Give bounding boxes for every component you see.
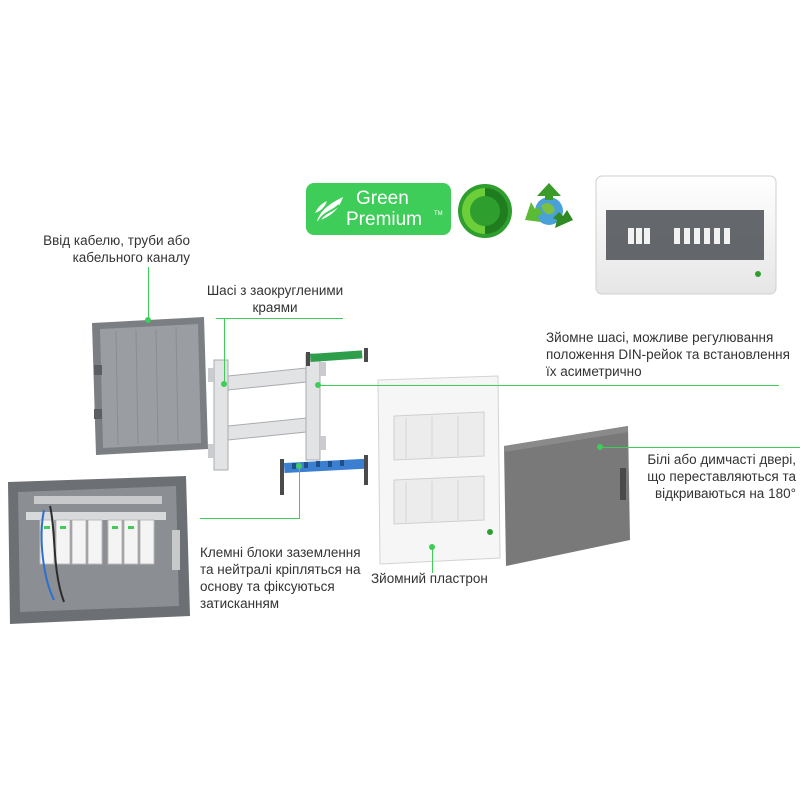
leader-chassis-v (224, 318, 225, 384)
enclosure-back-box (92, 317, 208, 455)
callout-removable-chassis-line-3: їх асиметрично (546, 364, 642, 379)
callout-terminal-blocks-line-2: та нейтралі кріпляться на (200, 562, 361, 577)
closed-distribution-board (595, 175, 777, 295)
leader-chassis-h (216, 318, 343, 319)
callout-removable-chassis-line-2: положення DIN-рейок та встановлення (546, 347, 790, 362)
callout-faceplate: Зйомний пластрон (371, 570, 501, 587)
assembled-open-board (8, 476, 190, 624)
leader-doors-h (600, 447, 800, 448)
callout-faceplate-line-1: Зйомний пластрон (371, 571, 488, 586)
callout-cable-entry-line-1: Ввід кабелю, труби або (43, 233, 190, 248)
callout-terminal-blocks-line-4: затисканням (200, 596, 280, 611)
callout-cable-entry: Ввід кабелю, труби або кабельного каналу (30, 232, 190, 266)
leader-terminal-h (200, 518, 300, 519)
leader-faceplate-v (432, 547, 433, 573)
leader-dot-removable (315, 382, 321, 388)
callout-doors-line-2: що переставляються та (647, 469, 796, 484)
neutral-terminal-block (280, 455, 368, 495)
callout-doors-line-1: Білі або димчасті двері, (647, 452, 796, 467)
callout-removable-chassis-line-1: Зйомне шасі, можливе регулювання (546, 330, 774, 345)
badge-line-2: Premium (346, 209, 423, 230)
leader-cable-entry-v (148, 267, 149, 320)
green-premium-badge: Green Premium TM (306, 183, 451, 235)
callout-removable-chassis: Зйомне шасі, можливе регулювання положен… (546, 329, 796, 380)
leader-dot-doors (597, 444, 603, 450)
callout-chassis-rounded-line-1: Шасі з заокругленими (206, 283, 344, 298)
leaf-icon (315, 197, 343, 222)
badge-tm: TM (434, 211, 443, 217)
leader-terminal-v (299, 466, 300, 518)
callout-chassis-rounded-line-2: краями (252, 300, 298, 315)
callout-terminal-blocks-line-1: Клемні блоки заземлення (200, 545, 361, 560)
leader-dot-chassis (221, 381, 227, 387)
smoked-door (504, 426, 630, 566)
callout-chassis-rounded: Шасі з заокругленими краями (200, 282, 350, 316)
green-dot-icon (458, 184, 512, 238)
callout-doors: Білі або димчасті двері, що переставляют… (636, 451, 796, 502)
din-rail-chassis (208, 348, 368, 471)
faceplate (377, 375, 501, 565)
recycle-globe-icon (525, 183, 573, 228)
callout-terminal-blocks-line-3: основу та фіксуються (200, 579, 335, 594)
leader-dot-terminal (296, 463, 302, 469)
callout-terminal-blocks: Клемні блоки заземлення та нейтралі кріп… (200, 544, 370, 612)
leader-removable-h (318, 385, 779, 386)
leader-dot-faceplate (429, 544, 435, 550)
badge-line-1: Green (356, 188, 409, 209)
callout-cable-entry-line-2: кабельного каналу (72, 250, 190, 265)
leader-dot-cable-entry (145, 317, 151, 323)
callout-doors-line-3: відкриваються на 180° (654, 486, 796, 501)
